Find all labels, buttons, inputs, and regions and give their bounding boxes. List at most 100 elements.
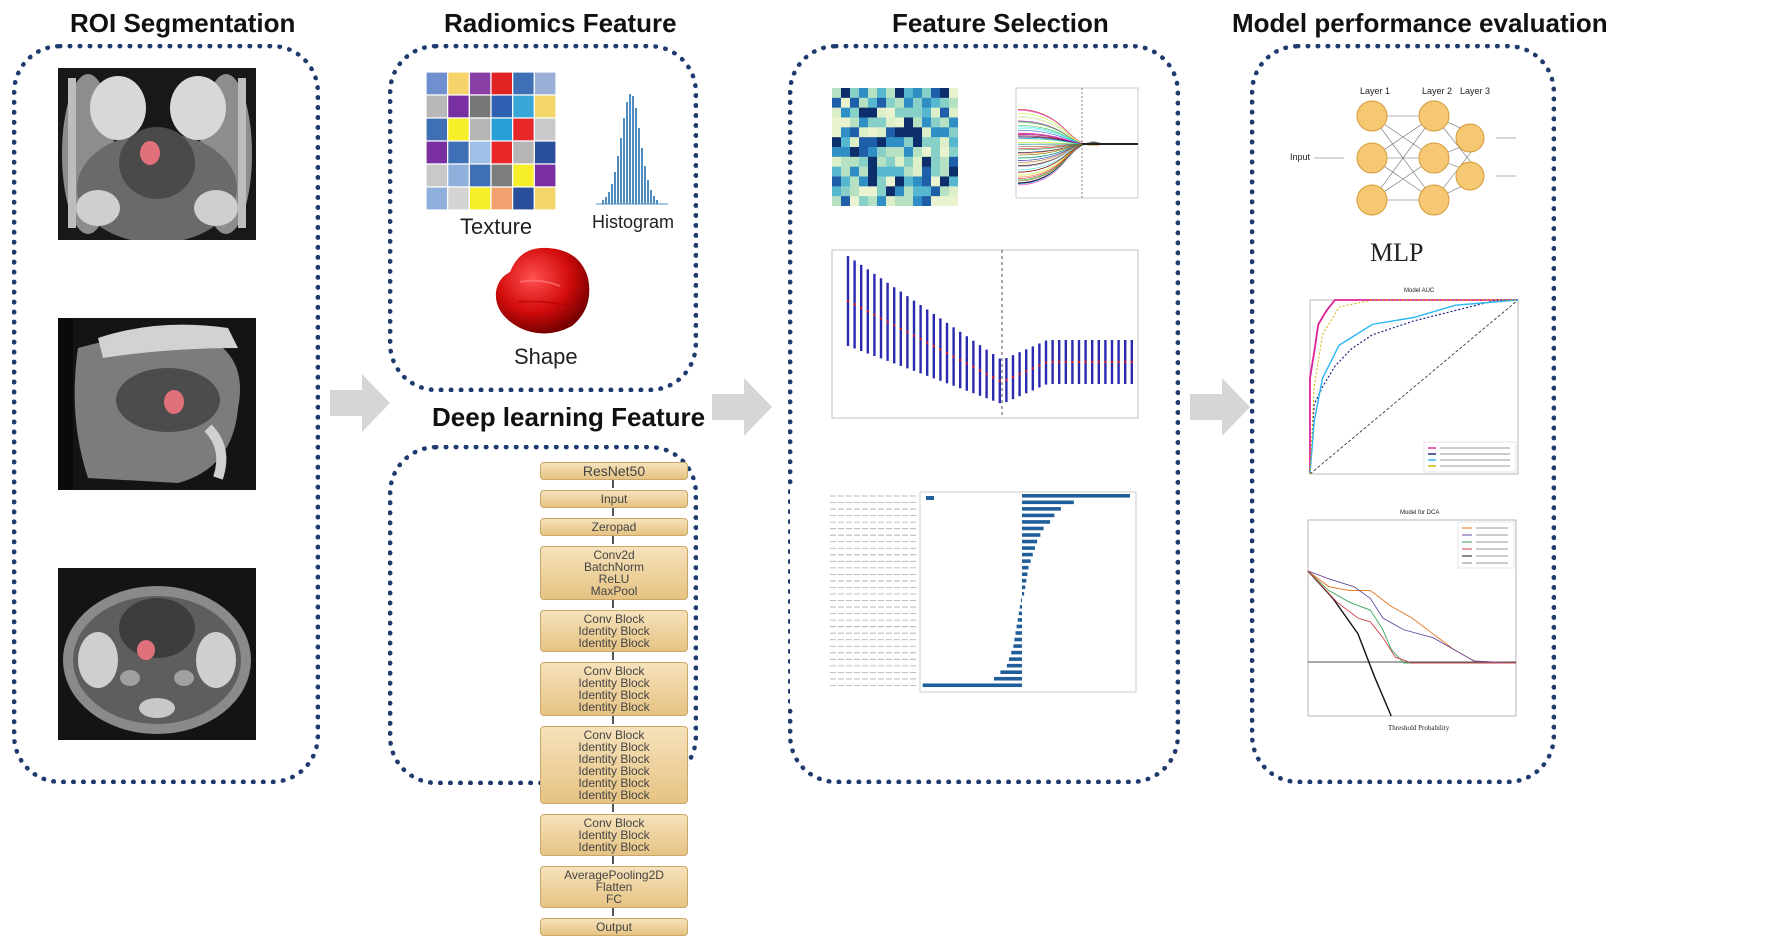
heatmap-cell [904,118,913,128]
cv-mean-point [933,345,935,347]
heatmap-cell [949,157,958,167]
title-model-performance: Model performance evaluation [1232,8,1608,39]
heatmap-cell [868,98,877,108]
dca-curve-line [1308,571,1391,716]
heatmap-cell [931,108,940,118]
heatmap-cell [868,167,877,177]
heatmap-cell [895,196,904,206]
heatmap-cell [949,118,958,128]
coef-bar [1021,599,1022,603]
heatmap-cell [940,186,949,196]
texture-cell [513,118,535,141]
resnet-connector-arrow [612,716,614,724]
texture-cell [426,187,448,210]
heatmap-cell [949,98,958,108]
heatmap-cell [922,186,931,196]
heatmap-cell [832,186,841,196]
heatmap-cell [895,108,904,118]
heatmap-cell [841,186,850,196]
dca-curve-plot [1296,508,1528,734]
cv-mean-point [1051,361,1053,363]
resnet-connector-arrow [612,480,614,488]
cv-mean-point [1032,367,1034,369]
heatmap-cell [895,147,904,157]
coef-bar [1009,657,1022,661]
texture-cell [426,141,448,164]
cv-mean-point [999,380,1001,382]
cv-mean-point [939,348,941,350]
heatmap-cell [940,177,949,187]
coef-bar [1022,501,1074,505]
cv-mean-point [1012,376,1014,378]
texture-cell [491,141,513,164]
cv-mean-point [1078,361,1080,363]
cv-mean-point [1018,373,1020,375]
coef-bar [1022,592,1024,596]
heatmap-cell [832,177,841,187]
coef-bar [1007,664,1022,668]
heatmap-cell [931,177,940,187]
cv-mean-point [985,373,987,375]
heatmap-cell [859,196,868,206]
coef-bar [1014,638,1022,642]
cv-mean-point [880,317,882,319]
texture-label: Texture [460,214,532,240]
cv-mean-point [1104,361,1106,363]
resnet-title-block: ResNet50 [540,462,688,480]
dca-curve-line [1308,571,1516,663]
texture-cell [448,187,470,210]
resnet-layer-block: Zeropad [540,518,688,536]
heatmap-cell [886,108,895,118]
resnet-layer-label: Zeropad [541,521,687,533]
cv-mean-point [1124,361,1126,363]
mlp-network-diagram [1286,78,1526,226]
cv-mean-point [926,341,928,343]
heatmap-cell [841,88,850,98]
heatmap-cell [886,167,895,177]
heatmap-cell [895,157,904,167]
heatmap-cell [886,118,895,128]
heatmap-cell [841,167,850,177]
heatmap-cell [877,108,886,118]
texture-cell [448,164,470,187]
title-feature-selection: Feature Selection [892,8,1109,39]
cv-mean-point [1038,364,1040,366]
cv-mean-point [1117,361,1119,363]
histogram-plot [594,88,670,206]
heatmap-cell [877,167,886,177]
heatmap-cell [922,177,931,187]
ct-sagittal-image [58,318,256,490]
heatmap-cell [922,118,931,128]
texture-cell [491,72,513,95]
heatmap-cell [904,167,913,177]
cv-mean-point [959,359,961,361]
resnet-connector-arrow [612,856,614,864]
heatmap-cell [859,127,868,137]
heatmap-cell [832,167,841,177]
heatmap-cell [904,108,913,118]
coef-bar [1022,559,1031,563]
lasso-coefficient-path-plot [1006,84,1142,208]
heatmap-cell [940,157,949,167]
heatmap-cell [940,108,949,118]
heatmap-cell [877,98,886,108]
heatmap-cell [931,137,940,147]
texture-cell [534,118,556,141]
coef-bar [1011,651,1022,655]
resnet-layer-block: Output [540,918,688,936]
coef-bar [994,677,1022,681]
heatmap-cell [949,196,958,206]
texture-cell [534,72,556,95]
cv-mean-point [1111,361,1113,363]
resnet-layer-label: Output [541,921,687,933]
dca-x-axis-label: Threshold Probability [1388,724,1449,732]
texture-cell [534,187,556,210]
heatmap-cell [931,167,940,177]
coef-bar [1022,507,1061,511]
heatmap-cell [940,127,949,137]
heatmap-cell [913,167,922,177]
heatmap-cell [841,137,850,147]
heatmap-cell [940,88,949,98]
